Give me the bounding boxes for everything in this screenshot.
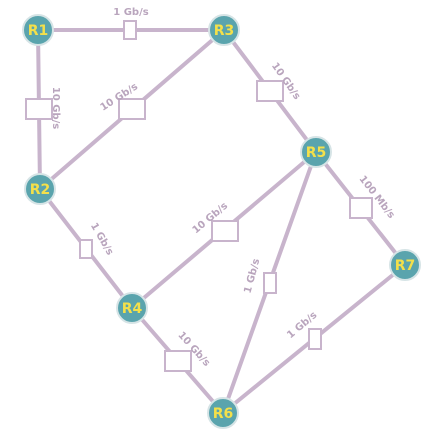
router-circle-r1: [22, 14, 54, 46]
router-circle-r7: [389, 249, 421, 281]
link-interface-box-r3-r5: [256, 80, 284, 102]
router-node-r6[interactable]: R6: [207, 397, 239, 429]
link-r3-r5[interactable]: 10 Gb/s: [222, 28, 318, 154]
link-r1-r2[interactable]: 10 Gb/s: [25, 28, 61, 191]
link-r4-r6[interactable]: 10 Gb/s: [130, 306, 225, 415]
router-circle-r4: [116, 292, 148, 324]
router-label-r1: R1: [28, 23, 49, 39]
link-r2-r3[interactable]: 10 Gb/s: [38, 28, 226, 191]
router-label-r2: R2: [30, 182, 51, 198]
link-speed-label-r1-r2: 10 Gb/s: [50, 87, 61, 129]
router-circle-r3: [208, 14, 240, 46]
link-interface-box-r4-r5: [211, 220, 239, 242]
link-interface-box-r5-r7: [349, 197, 373, 219]
link-interface-box-r2-r4: [79, 239, 93, 259]
link-interface-box-r1-r2: [25, 98, 53, 120]
router-circle-r6: [207, 397, 239, 429]
link-r5-r7[interactable]: 100 Mb/s: [314, 150, 407, 267]
link-r1-r3[interactable]: 1 Gb/s: [36, 7, 226, 40]
link-interface-box-r5-r6: [263, 272, 277, 294]
link-interface-box-r4-r6: [164, 350, 192, 372]
router-label-r7: R7: [395, 258, 416, 274]
router-node-r7[interactable]: R7: [389, 249, 421, 281]
link-interface-box-r2-r3: [118, 98, 146, 120]
router-node-r4[interactable]: R4: [116, 292, 148, 324]
router-node-r2[interactable]: R2: [24, 173, 56, 205]
router-circle-r5: [300, 136, 332, 168]
link-interface-box-r1-r3: [123, 20, 137, 40]
router-circle-r2: [24, 173, 56, 205]
router-node-r1[interactable]: R1: [22, 14, 54, 46]
link-interface-box-r7-r6: [308, 328, 322, 350]
link-r2-r4[interactable]: 1 Gb/s: [38, 187, 134, 310]
router-label-r4: R4: [122, 301, 143, 317]
router-node-r5[interactable]: R5: [300, 136, 332, 168]
router-label-r5: R5: [306, 145, 327, 161]
router-node-r3[interactable]: R3: [208, 14, 240, 46]
link-speed-label-r5-r6: 1 Gb/s: [243, 258, 263, 295]
link-speed-label-r1-r3: 1 Gb/s: [113, 7, 148, 18]
router-label-r6: R6: [213, 406, 234, 422]
router-label-r3: R3: [214, 23, 235, 39]
